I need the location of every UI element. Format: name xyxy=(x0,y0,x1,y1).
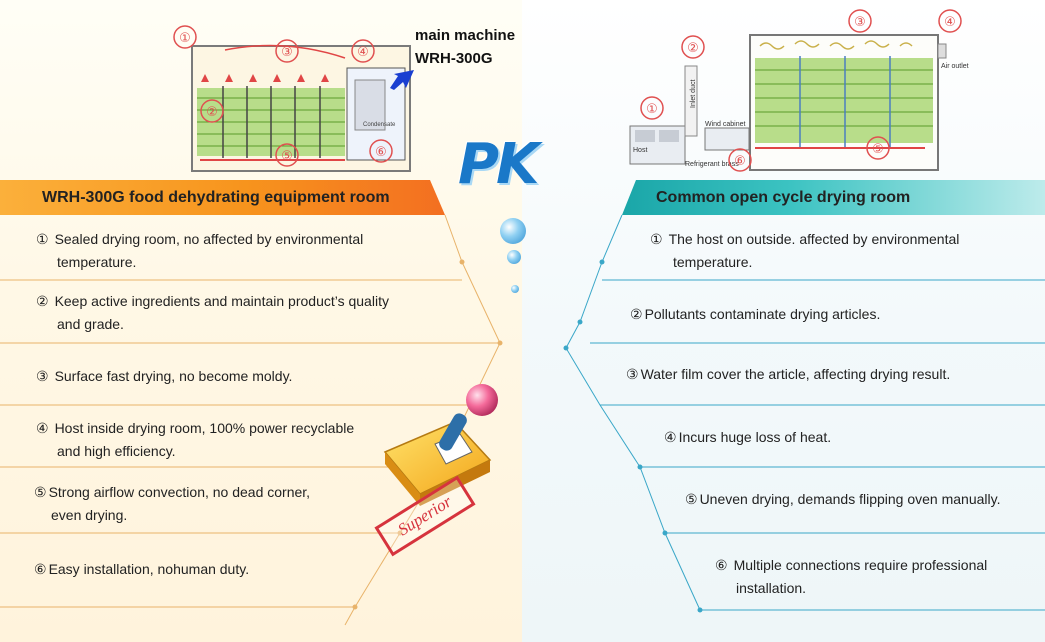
right-diagram-label-4: ④ xyxy=(944,15,956,30)
airflow-arrows xyxy=(201,74,329,82)
right-diagram-label-3: ③ xyxy=(854,15,866,30)
open-cycle-diagram: Host Wind cabinet Refrigerant brass Air … xyxy=(629,9,969,172)
right-header-bar xyxy=(622,180,1045,215)
right-title: Common open cycle drying room xyxy=(656,189,911,206)
air-outlet-label: Air outlet xyxy=(941,63,969,70)
right-diagram-label-1: ① xyxy=(646,102,658,117)
wind-cabinet-label: Wind cabinet xyxy=(705,121,746,128)
right-diagram-label-6: ⑥ xyxy=(734,154,746,169)
right-tray-racks xyxy=(755,56,933,148)
host-label: Host xyxy=(633,147,647,154)
left-diagram-label-6: ⑥ xyxy=(375,145,387,160)
refrigerant-brass-label: Refrigerant brass xyxy=(685,161,739,168)
pointer-arrow-icon xyxy=(390,70,414,90)
bubble-icon xyxy=(511,285,519,293)
inlet-duct-label: Inlet duct xyxy=(690,80,697,108)
tray-racks xyxy=(197,86,345,158)
main-machine-label: main machine WRH-300G xyxy=(415,27,516,67)
pk-logo: PK xyxy=(458,132,539,197)
left-title: WRH-300G food dehydrating equipment room xyxy=(42,189,390,206)
left-diagram-label-3: ③ xyxy=(281,45,293,60)
condensate-label: Condensate xyxy=(363,122,396,128)
stamp-icon xyxy=(383,384,498,506)
left-diagram-label-4: ④ xyxy=(357,45,369,60)
left-diagram-label-1: ① xyxy=(179,31,191,46)
bubble-icon xyxy=(500,218,526,244)
right-diagram-label-5: ⑤ xyxy=(872,142,884,157)
left-diagram-label-5: ⑤ xyxy=(281,149,293,164)
bubble-icon xyxy=(507,250,521,264)
right-diagram-label-2: ② xyxy=(687,41,699,56)
left-header-bar xyxy=(0,180,445,215)
left-diagram-label-2: ② xyxy=(206,105,218,120)
wrh-300g-diagram: ① ③ ④ ② ⑤ ⑥ Condensate xyxy=(173,25,411,172)
